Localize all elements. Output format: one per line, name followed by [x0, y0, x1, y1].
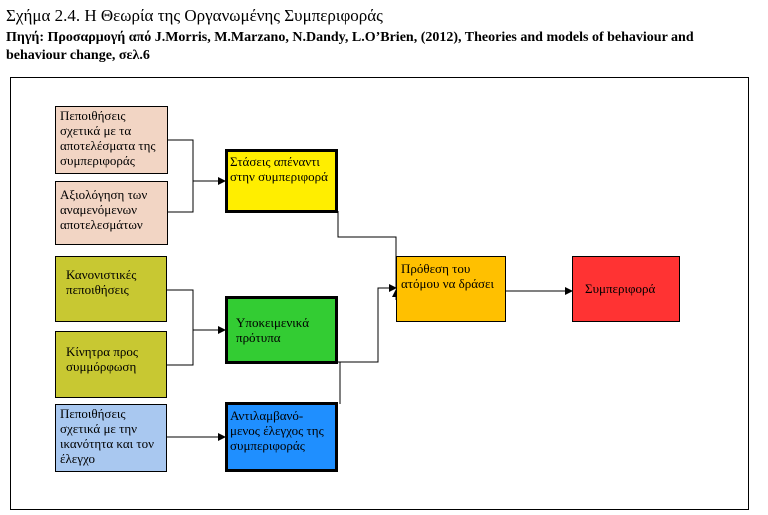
node-subjective-norms: Υποκειμενικά πρότυπα: [225, 296, 338, 364]
connector-beliefs: [168, 139, 194, 181]
diagram-frame: [10, 77, 749, 510]
node-control-beliefs: Πεποιθήσεις σχετικά με την ικανότητα και…: [55, 404, 167, 472]
node-behaviour: Συμπεριφορά: [572, 256, 680, 322]
node-attitudes: Στάσεις απέναντι στην συμπεριφορά: [225, 149, 338, 213]
node-normative-beliefs: Κανονιστικές πεποιθήσεις: [55, 256, 167, 322]
connector-normative: [167, 289, 194, 330]
figure-title: Σχήμα 2.4. Η Θεωρία της Οργανωμένης Συμπ…: [6, 6, 383, 25]
node-intention: Πρόθεση του ατόμου να δράσει: [396, 256, 506, 322]
connector-evaluation: [168, 181, 194, 213]
node-evaluation-outcomes: Αξιολόγηση των αναμενόμενων αποτελεσμάτω…: [55, 181, 168, 245]
node-motivation-comply: Κίνητρα προς συμμόρφωση: [55, 331, 167, 398]
node-perceived-control: Αντιλαμβανό-μενος έλεγχος της συμπεριφορ…: [225, 402, 338, 472]
arrow-subjective-to-intention: [338, 284, 397, 363]
connector-attitudes: [337, 211, 397, 288]
connector-motivation: [167, 330, 194, 366]
figure-source: Πηγή: Προσαρμογή από J.Morris, M.Marzano…: [6, 30, 694, 63]
node-beliefs-outcomes: Πεποιθήσεις σχετικά με τα αποτελέσματα τ…: [55, 106, 168, 174]
